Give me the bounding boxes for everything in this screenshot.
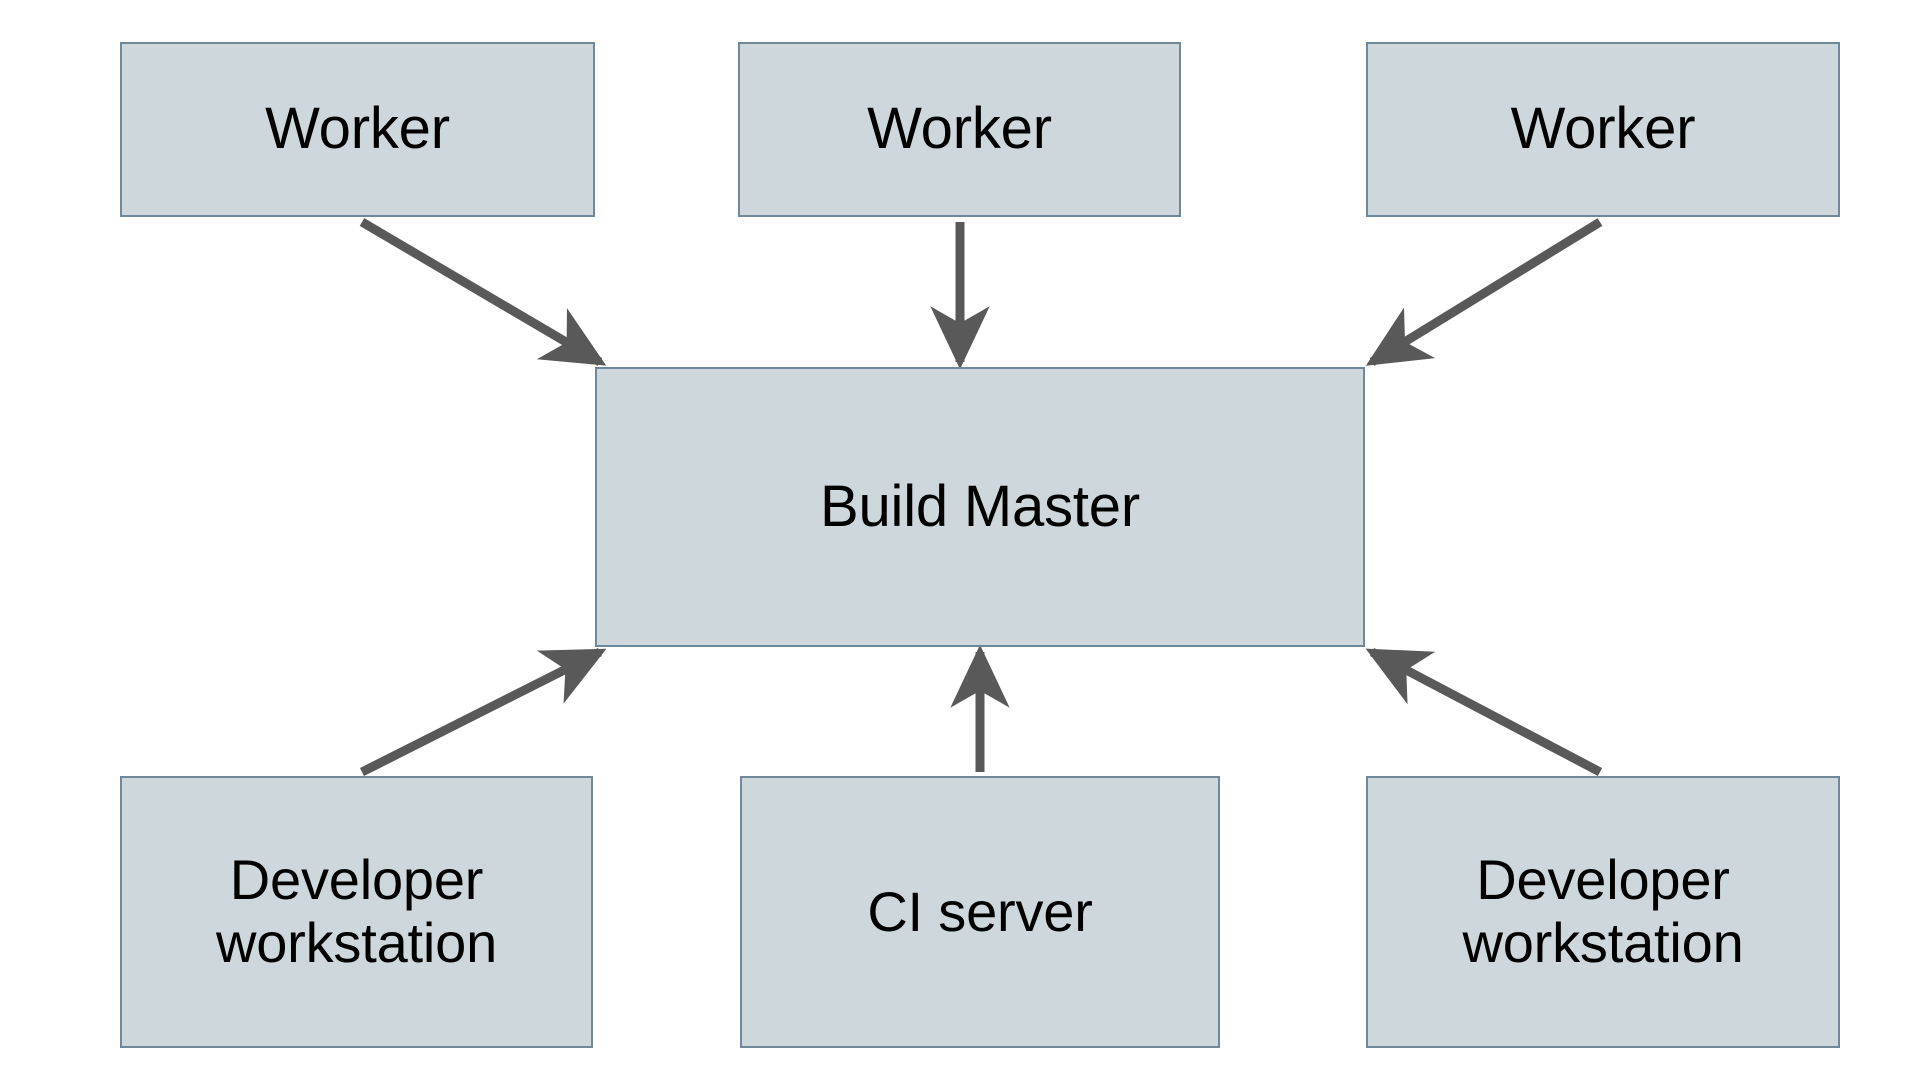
edge-dev-right-to-build-master: [1365, 648, 1603, 776]
node-worker-1[interactable]: Worker: [120, 42, 595, 217]
node-ci-server[interactable]: CI server: [740, 776, 1220, 1048]
edge-worker3-to-build-master: [1365, 218, 1603, 366]
node-worker-3-label: Worker: [1510, 96, 1696, 162]
node-build-master[interactable]: Build Master: [595, 367, 1365, 647]
node-worker-2[interactable]: Worker: [738, 42, 1181, 217]
node-worker-2-label: Worker: [867, 96, 1052, 162]
node-worker-1-label: Worker: [265, 96, 450, 162]
edge-dev-left-to-build-master: [359, 647, 607, 777]
node-build-master-label: Build Master: [820, 473, 1140, 539]
node-developer-workstation-left-label: Developer workstation: [215, 848, 498, 974]
node-ci-server-label: CI server: [867, 879, 1093, 943]
node-worker-3[interactable]: Worker: [1366, 42, 1840, 217]
node-developer-workstation-left[interactable]: Developer workstation: [120, 776, 593, 1048]
node-developer-workstation-right[interactable]: Developer workstation: [1366, 776, 1840, 1048]
node-developer-workstation-right-label: Developer workstation: [1462, 848, 1744, 974]
edge-worker1-to-build-master: [359, 218, 607, 366]
